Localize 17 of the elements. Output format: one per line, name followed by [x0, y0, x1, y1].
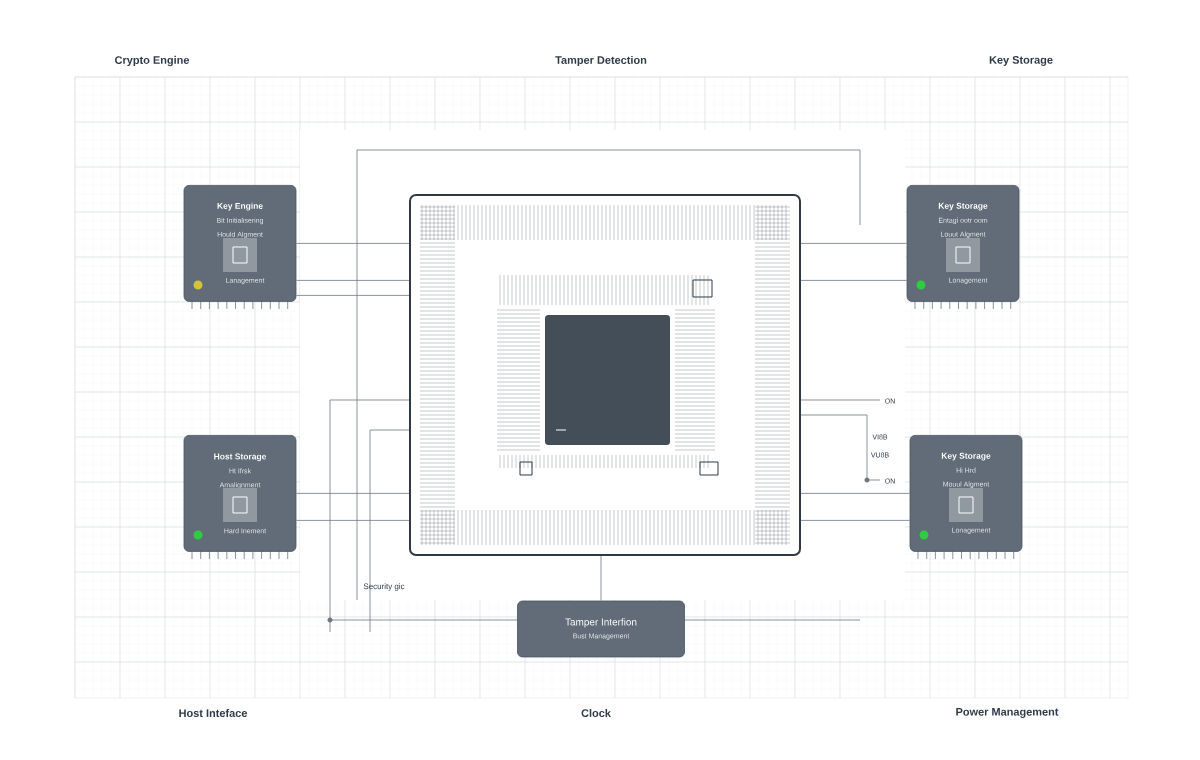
connector-line: [800, 493, 910, 494]
section-heading: Crypto Engine: [115, 55, 190, 67]
section-heading: Power Management: [956, 708, 1059, 718]
connector-line: [296, 295, 410, 296]
connector-line: [600, 555, 602, 601]
section-heading: Key Storage: [989, 56, 1053, 66]
section-heading: Host Inteface: [179, 708, 248, 717]
section-heading: Tamper Detection: [555, 55, 647, 67]
connector-line: [296, 493, 410, 494]
connector-line: [800, 280, 907, 281]
connector-line: [296, 280, 410, 281]
chip-drawing: [409, 194, 801, 556]
connector-line: [800, 520, 910, 521]
connector-line: [800, 243, 907, 244]
section-heading: Clock: [581, 708, 611, 717]
connector-line: [296, 520, 410, 521]
connector-line: [296, 243, 410, 244]
